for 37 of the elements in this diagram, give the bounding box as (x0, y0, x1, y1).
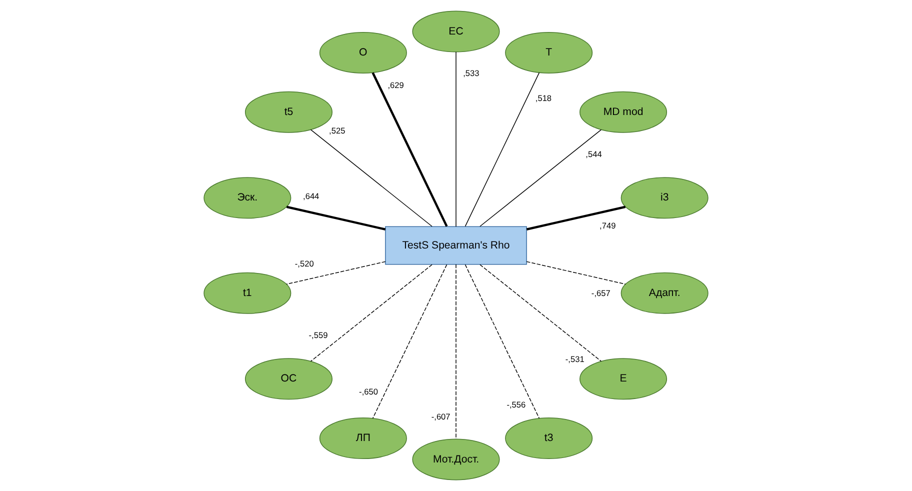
edge-label: ,644 (303, 191, 320, 201)
node-ellipse: i3 (620, 177, 708, 219)
node-ellipse: T (505, 32, 593, 74)
node-ellipse: Адапт. (620, 272, 708, 314)
edge-label: ,533 (463, 68, 480, 78)
node-box: TestS Spearman's Rho (385, 226, 527, 265)
edge-label: -,520 (294, 258, 314, 269)
node-ellipse: OC (244, 358, 332, 400)
connector (480, 264, 602, 362)
connector (310, 264, 432, 362)
edge-label: -,657 (591, 288, 610, 298)
node-ellipse: Мот.Дост. (412, 438, 500, 480)
connector (526, 206, 626, 230)
node-ellipse: EC (412, 10, 500, 52)
connector (372, 264, 448, 419)
node-ellipse: Эск. (204, 177, 292, 219)
edge-label: -,559 (308, 330, 328, 340)
connector (464, 264, 540, 419)
connector (526, 261, 626, 285)
node-ellipse: MD mod (580, 91, 668, 133)
connector (372, 72, 448, 227)
node-ellipse: ЛП (319, 418, 407, 460)
node-ellipse: O (319, 32, 407, 74)
connector (310, 129, 432, 227)
connector (480, 129, 602, 227)
edge-label: ,518 (535, 92, 552, 103)
edge-label: -,556 (506, 399, 526, 410)
connector (286, 261, 386, 285)
edge-label: ,544 (586, 149, 602, 160)
node-ellipse: t3 (505, 418, 593, 460)
edge-label: -,650 (359, 386, 378, 396)
edge-label: -,607 (431, 411, 450, 422)
connector (286, 206, 386, 230)
edge-label: ,629 (388, 80, 404, 90)
connector (464, 72, 540, 227)
node-ellipse: t1 (204, 272, 292, 314)
edge-label: ,749 (600, 220, 616, 231)
